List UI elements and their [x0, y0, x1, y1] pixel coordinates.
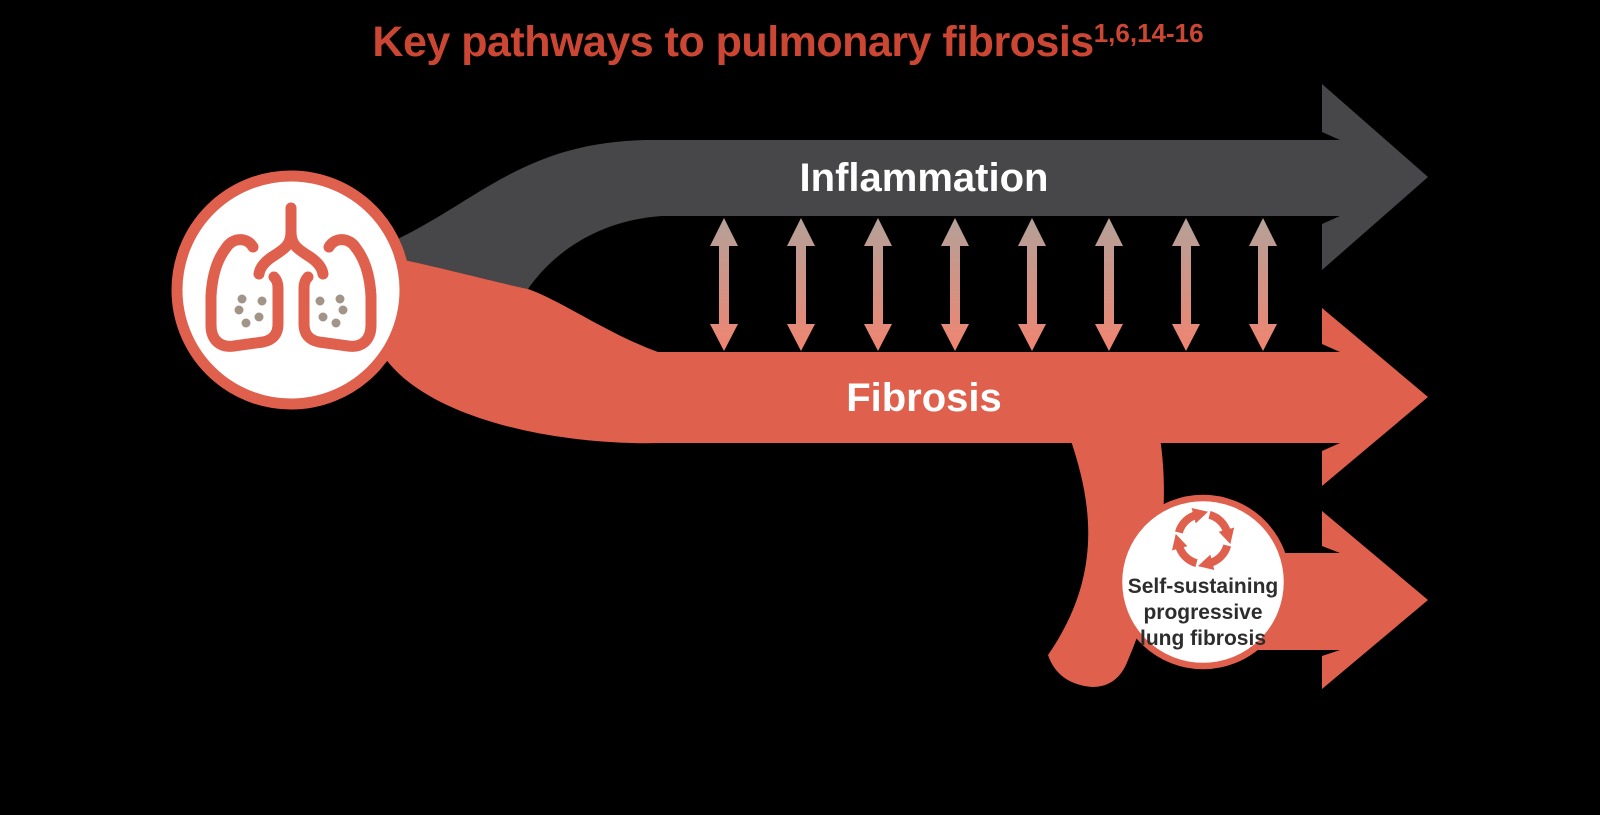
bidirectional-arrow	[1018, 218, 1046, 351]
self-sustaining-circle	[1115, 494, 1291, 670]
fibrosis-label: Fibrosis	[846, 376, 1002, 420]
bidirectional-arrow	[1172, 218, 1200, 351]
badge-line: lung fibrosis	[1140, 627, 1266, 650]
badge-line: Self-sustaining	[1127, 575, 1279, 598]
badge-line: progressive	[1143, 601, 1263, 624]
fibrosis-arrowhead	[1322, 308, 1428, 486]
branch-arrowhead	[1322, 511, 1428, 689]
title-reference-superscript: 1,6,14-16	[1093, 18, 1204, 48]
lungs-icon	[205, 202, 377, 352]
diagram-title: Key pathways to pulmonary fibrosis1,6,14…	[0, 10, 1600, 65]
diagram-title-text: Key pathways to pulmonary fibrosis	[372, 18, 1094, 66]
inflammation-band	[360, 140, 1340, 289]
bidirectional-arrow	[710, 218, 738, 351]
bidirectional-arrow	[864, 218, 892, 351]
fibrosis-band	[385, 259, 1340, 444]
cycle-arrows-icon	[1171, 507, 1235, 571]
inflammation-arrowhead	[1322, 84, 1428, 270]
bidirectional-arrow	[1249, 218, 1277, 351]
bidirectional-arrow	[787, 218, 815, 351]
self-sustaining-badge-text: Self-sustaining progressive lung fibrosi…	[1118, 574, 1288, 652]
bidirectional-arrow	[941, 218, 969, 351]
inflammation-label: Inflammation	[799, 156, 1049, 200]
fibrotic-dots	[234, 294, 348, 328]
interaction-arrows	[710, 218, 1277, 351]
bidirectional-arrow	[1095, 218, 1123, 351]
